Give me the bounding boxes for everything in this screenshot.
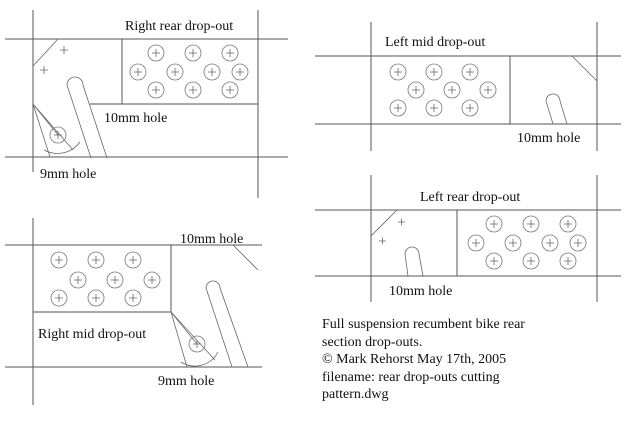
left-rear-10mm-label: 10mm hole <box>389 284 452 299</box>
note-line-2: section drop-outs. <box>322 334 423 350</box>
right-mid-10mm-label: 10mm hole <box>180 232 243 247</box>
right-mid-hole-grid <box>50 251 161 307</box>
drawing-note: Full suspension recumbent bike rear sect… <box>322 316 622 404</box>
right-mid-9mm-label: 9mm hole <box>158 374 214 389</box>
right-mid-dropout-part <box>5 218 262 405</box>
left-rear-dropout-part <box>315 175 621 302</box>
right-rear-10mm-label: 10mm hole <box>104 111 167 126</box>
right-rear-hole-grid <box>129 44 249 99</box>
left-mid-dropout-part <box>315 22 621 151</box>
left-mid-hole-grid <box>389 63 497 117</box>
right-rear-title: Right rear drop-out <box>125 19 233 34</box>
left-rear-title: Left rear drop-out <box>420 190 520 205</box>
left-mid-title: Left mid drop-out <box>385 35 485 50</box>
note-line-3: © Mark Rehorst May 17th, 2005 <box>322 352 507 367</box>
left-mid-10mm-label: 10mm hole <box>517 131 580 146</box>
note-line-4: filename: rear drop-outs cutting <box>322 369 500 385</box>
right-rear-dropout-part <box>5 10 288 198</box>
note-line-5: pattern.dwg <box>322 387 389 402</box>
right-rear-9mm-label: 9mm hole <box>40 167 96 182</box>
left-rear-hole-grid <box>467 215 587 270</box>
right-mid-title: Right mid drop-out <box>38 327 146 342</box>
note-line-1: Full suspension recumbent bike rear <box>322 317 525 332</box>
